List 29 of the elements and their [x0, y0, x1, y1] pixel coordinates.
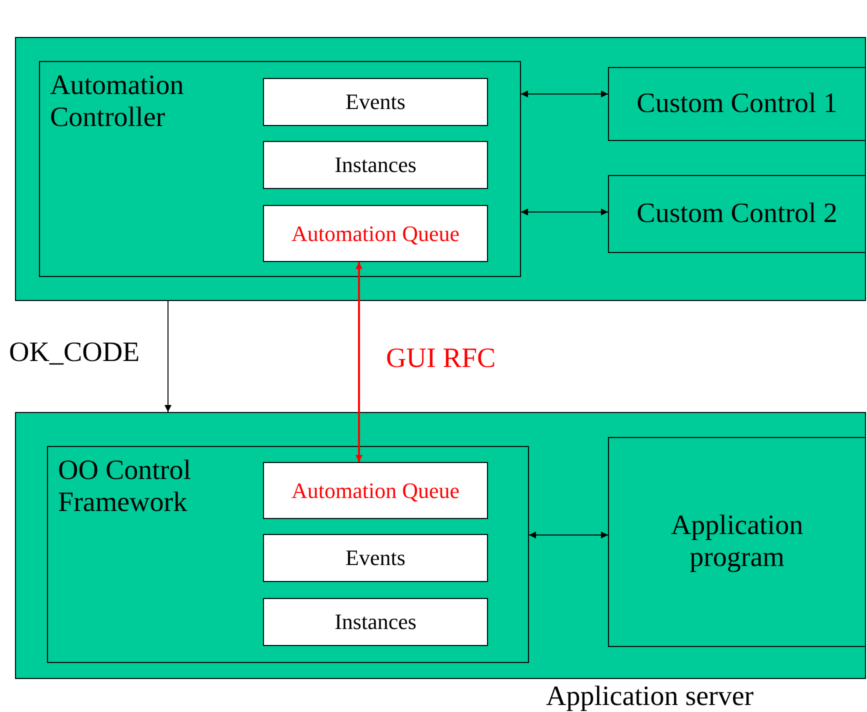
component-box — [608, 67, 866, 141]
box-label: OO Control Framework — [58, 455, 192, 520]
container-box — [15, 37, 866, 301]
component-box — [263, 141, 488, 189]
arrow — [356, 262, 362, 462]
arrow — [528, 532, 608, 538]
box-label: Custom Control 1 — [636, 86, 838, 121]
box-label: Events — [344, 88, 406, 116]
box-label: Application program — [670, 508, 804, 575]
component-box — [47, 446, 529, 663]
arrow — [164, 300, 172, 412]
box-label: Custom Control 2 — [636, 196, 838, 231]
box-label: Events — [344, 544, 406, 572]
arrow — [520, 90, 608, 98]
component-box — [39, 61, 521, 277]
box-label: Automation Queue — [290, 476, 461, 505]
component-box — [608, 437, 866, 647]
component-box — [263, 78, 488, 126]
component-box — [263, 205, 488, 262]
component-box — [608, 175, 866, 253]
arrow — [520, 208, 608, 216]
component-box — [263, 534, 488, 582]
box-label: Automation Queue — [290, 220, 461, 248]
component-box — [263, 462, 488, 519]
component-box — [263, 598, 488, 646]
box-label: Instances — [334, 608, 418, 636]
box-label: Automation Controller — [50, 70, 185, 134]
box-label: Instances — [334, 151, 418, 180]
box-heading: Application server — [546, 681, 754, 712]
